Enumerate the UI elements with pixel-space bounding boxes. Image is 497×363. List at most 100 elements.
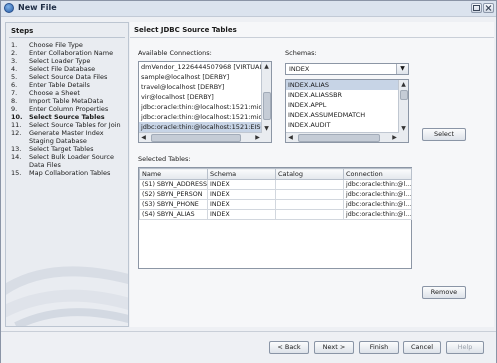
column-header-name[interactable]: Name	[139, 168, 208, 180]
remove-button[interactable]: Remove	[422, 286, 466, 299]
step-item: 4. Select File Database	[11, 65, 127, 73]
list-item[interactable]: INDEX.ASSUMEDMATCH	[288, 111, 366, 119]
step-number: 15.	[11, 169, 22, 177]
list-item[interactable]: jdbc:oracle:thin:@localhost:1521:midm	[141, 103, 270, 111]
cell-name[interactable]: (S3) SBYN_PHONE	[139, 199, 208, 210]
table-row[interactable]: (S2) SBYN_PERSON INDEX jdbc:oracle:thin:…	[139, 189, 412, 200]
cell-name[interactable]: (S2) SBYN_PERSON	[139, 189, 208, 200]
scroll-thumb[interactable]	[400, 90, 408, 100]
wizard-footer: < Back Next > Finish Cancel Help	[1, 331, 496, 363]
list-item[interactable]: vir@localhost [DERBY]	[141, 93, 214, 101]
table-row[interactable]: (S3) SBYN_PHONE INDEX jdbc:oracle:thin:@…	[139, 199, 412, 210]
step-label: Select Source Tables	[29, 113, 105, 121]
steps-header: Steps	[11, 27, 34, 35]
column-header-connection[interactable]: Connection	[343, 168, 412, 180]
list-item[interactable]: sample@localhost [DERBY]	[141, 73, 230, 81]
table-row[interactable]: (S4) SBYN_ALIAS INDEX jdbc:oracle:thin:@…	[139, 209, 412, 220]
selected-tables-table: Name Schema Catalog Connection (S1) SBYN…	[139, 168, 412, 220]
cell-catalog[interactable]	[275, 199, 344, 210]
step-label: Enter Table Details	[29, 81, 90, 89]
chevron-down-icon[interactable]: ▼	[396, 64, 408, 74]
scroll-left-icon[interactable]: ◀	[141, 134, 146, 141]
list-item[interactable]: dmVendor_1226444507968 [VIRTUAL D	[141, 63, 271, 71]
steps-list: 1. Choose File Type 2. Enter Collaboration…	[11, 41, 127, 177]
step-item: 8.Import Table MetaData	[11, 97, 127, 105]
column-header-schema[interactable]: Schema	[207, 168, 276, 180]
close-button[interactable]	[483, 3, 494, 13]
cancel-button[interactable]: Cancel	[403, 341, 441, 354]
step-label: Map Collaboration Tables	[29, 169, 111, 177]
vertical-scrollbar[interactable]: ▲ ▼	[398, 80, 408, 133]
schema-dropdown[interactable]: INDEX ▼	[285, 63, 409, 75]
back-button[interactable]: < Back	[269, 341, 309, 354]
cell-name[interactable]: (S4) SBYN_ALIAS	[139, 209, 208, 220]
step-item: 6.Enter Table Details	[11, 81, 127, 89]
cell-connection[interactable]: jdbc:oracle:thin:@l...	[343, 209, 412, 220]
step-number: 4.	[11, 65, 18, 73]
list-item-selected[interactable]: INDEX.ALIAS	[286, 80, 408, 90]
scroll-up-icon[interactable]: ▲	[401, 81, 406, 88]
column-header-catalog[interactable]: Catalog	[275, 168, 344, 180]
cell-schema[interactable]: INDEX	[207, 209, 276, 220]
cell-catalog[interactable]	[275, 179, 344, 190]
step-number: 9.	[11, 105, 18, 113]
cell-connection[interactable]: jdbc:oracle:thin:@l...	[343, 199, 412, 210]
select-button[interactable]: Select	[422, 128, 466, 141]
cell-catalog[interactable]	[275, 189, 344, 200]
list-item[interactable]: INDEX.ALIASSBR	[288, 91, 343, 99]
scroll-corner	[262, 133, 271, 142]
step-number: 12.	[11, 129, 22, 137]
tables-list[interactable]: INDEX.ALIAS INDEX.ALIASSBR INDEX.APPL IN…	[285, 79, 409, 143]
finish-button[interactable]: Finish	[359, 341, 399, 354]
step-item: 5.Select Source Data Files	[11, 73, 127, 81]
table-row[interactable]: (S1) SBYN_ADDRESS INDEX jdbc:oracle:thin…	[139, 179, 412, 190]
main-panel: Select JDBC Source Tables Available Conn…	[130, 22, 494, 327]
next-button[interactable]: Next >	[314, 341, 354, 354]
cell-schema[interactable]: INDEX	[207, 199, 276, 210]
steps-decoration	[6, 266, 128, 326]
list-item-selected[interactable]: jdbc:oracle:thin:@localhost:1521:EISO	[139, 122, 271, 132]
window-title: New File	[18, 3, 57, 12]
horizontal-scrollbar[interactable]: ◀ ▶	[286, 132, 399, 142]
step-label: Enter Collaboration Name	[29, 49, 114, 57]
cell-schema[interactable]: INDEX	[207, 189, 276, 200]
step-label: Select File Database	[29, 65, 96, 73]
list-item[interactable]: INDEX.APPL	[288, 101, 327, 109]
scroll-right-icon[interactable]: ▶	[392, 134, 397, 141]
scroll-thumb[interactable]	[298, 134, 380, 142]
scroll-thumb[interactable]	[263, 92, 271, 120]
step-number: 2.	[11, 49, 18, 57]
scroll-thumb[interactable]	[151, 134, 241, 142]
list-item[interactable]: travel@localhost [DERBY]	[141, 83, 225, 91]
horizontal-scrollbar[interactable]: ◀ ▶	[139, 132, 262, 142]
scroll-corner	[399, 133, 408, 142]
connections-list[interactable]: dmVendor_1226444507968 [VIRTUAL D sample…	[138, 61, 272, 143]
step-number: 13.	[11, 145, 22, 153]
scroll-right-icon[interactable]: ▶	[255, 134, 260, 141]
scroll-down-icon[interactable]: ▼	[264, 125, 269, 132]
step-number: 11.	[11, 121, 22, 129]
step-item: 3.Select Loader Type	[11, 57, 127, 65]
cell-connection[interactable]: jdbc:oracle:thin:@l...	[343, 179, 412, 190]
maximize-icon	[473, 5, 480, 11]
scroll-up-icon[interactable]: ▲	[264, 63, 269, 70]
scroll-left-icon[interactable]: ◀	[288, 134, 293, 141]
step-number: 8.	[11, 97, 18, 105]
step-label: Select Target Tables	[29, 145, 94, 153]
scroll-down-icon[interactable]: ▼	[401, 125, 406, 132]
maximize-button[interactable]	[471, 3, 482, 13]
list-item[interactable]: INDEX.AUDIT	[288, 121, 331, 129]
step-item: 15. Map Collaboration Tables	[11, 169, 127, 177]
list-item[interactable]: jdbc:oracle:thin:@localhost:1521:midm	[141, 113, 270, 121]
step-label: Choose File Type	[29, 41, 83, 49]
step-item: 13. Select Target Tables	[11, 145, 127, 153]
selected-tables-label: Selected Tables:	[138, 155, 191, 163]
cell-name[interactable]: (S1) SBYN_ADDRESS	[139, 179, 208, 190]
connections-label: Available Connections:	[138, 49, 212, 57]
step-number: 1.	[11, 41, 18, 49]
cell-connection[interactable]: jdbc:oracle:thin:@l...	[343, 189, 412, 200]
cell-catalog[interactable]	[275, 209, 344, 220]
vertical-scrollbar[interactable]: ▲ ▼	[261, 62, 271, 133]
cell-schema[interactable]: INDEX	[207, 179, 276, 190]
